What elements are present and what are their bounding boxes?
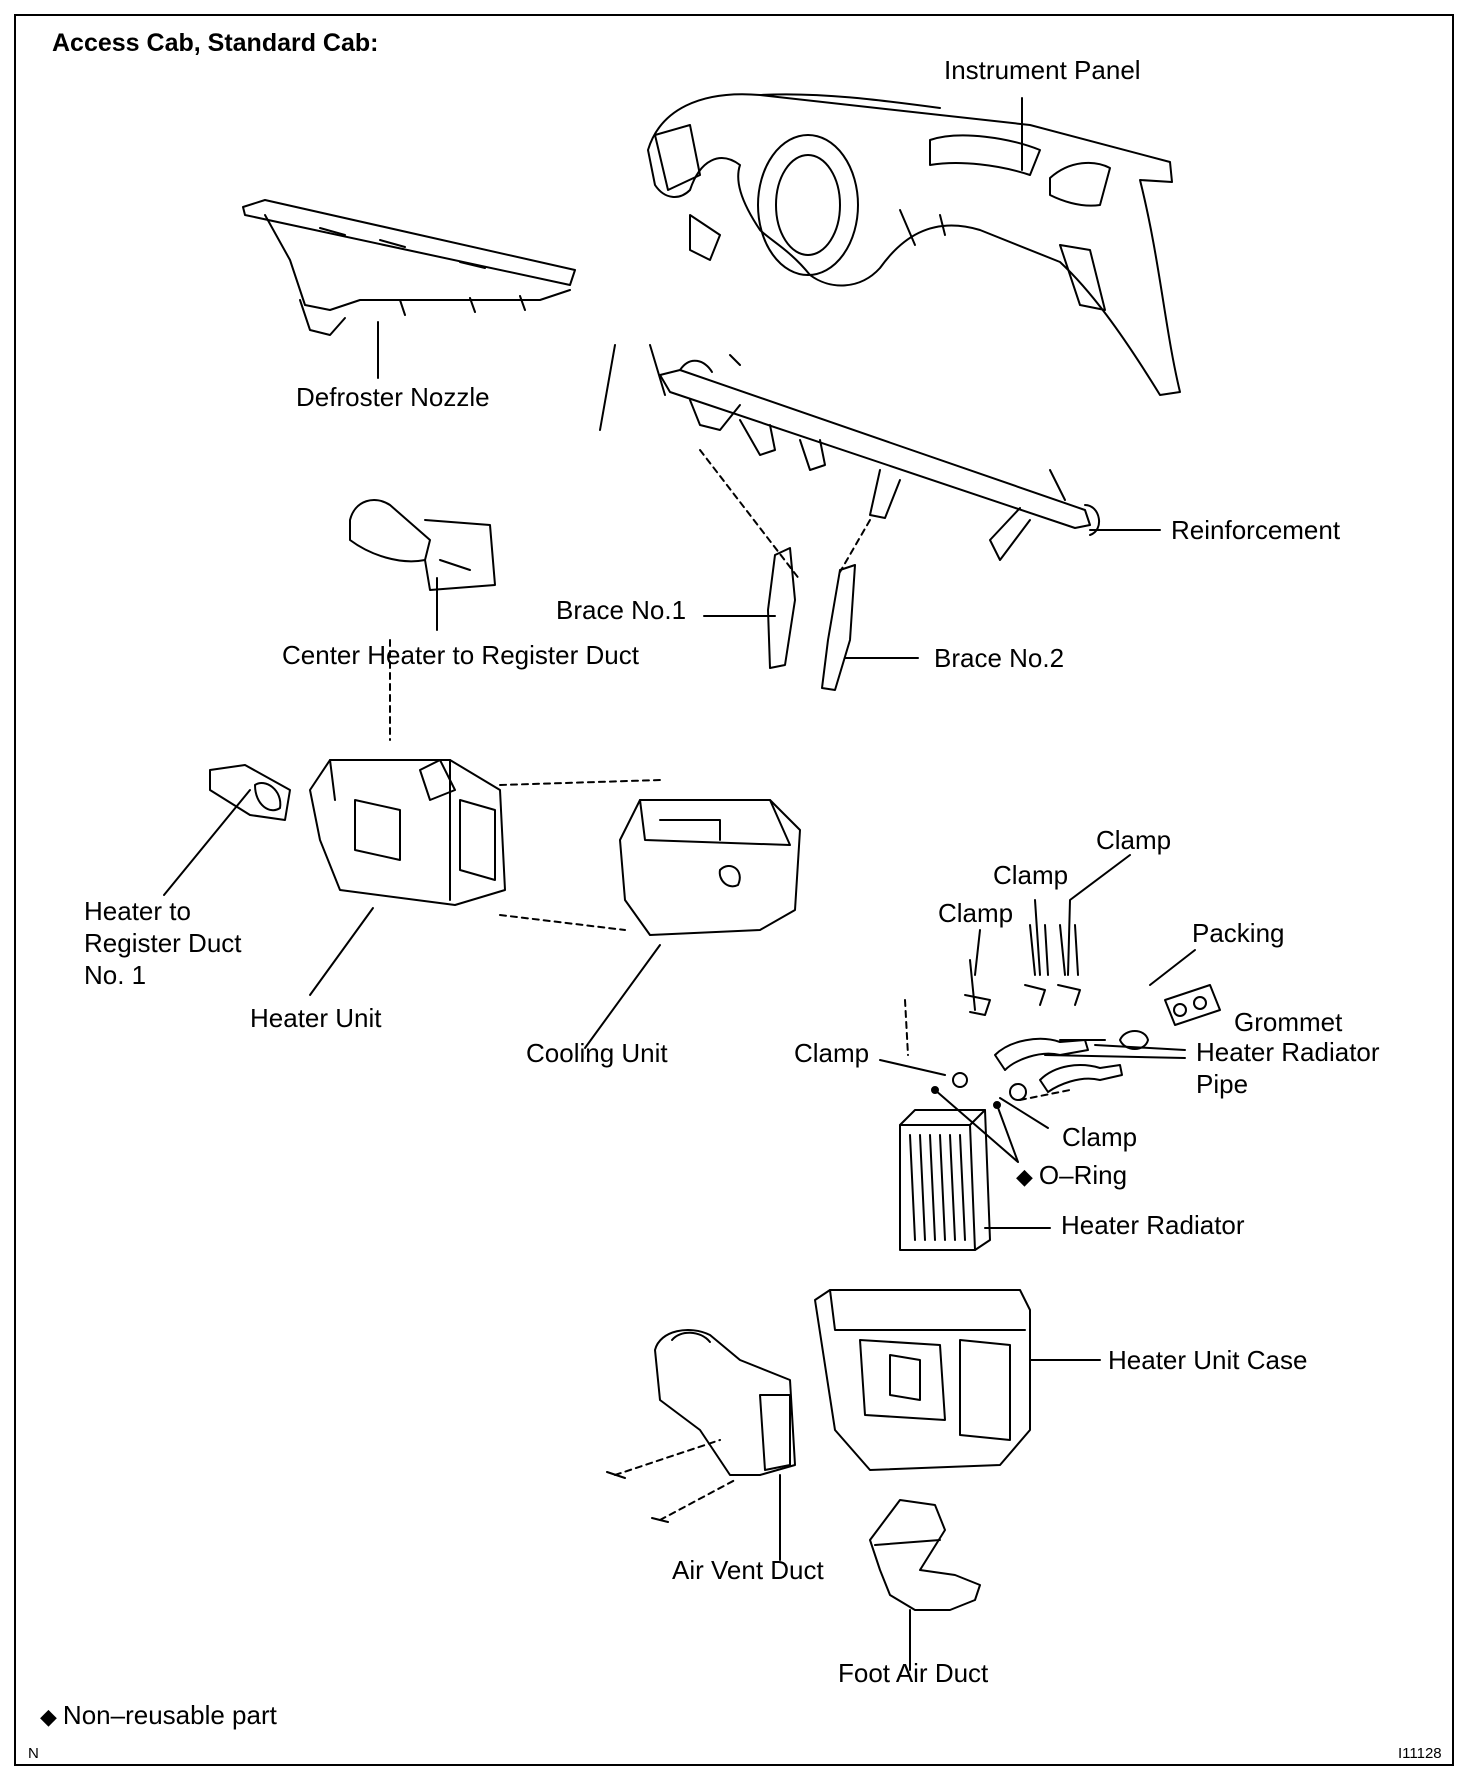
label-clamp-mid: Clamp: [993, 860, 1069, 890]
label-heater-unit: Heater Unit: [250, 1003, 382, 1033]
label-packing: Packing: [1192, 918, 1285, 948]
heater-register-duct-no1-drawing: [209, 764, 291, 821]
label-heater-radiator: Heater Radiator: [1061, 1210, 1245, 1240]
label-brace-no1: Brace No.1: [556, 595, 687, 625]
label-air-vent-duct: Air Vent Duct: [672, 1555, 824, 1585]
label-heater-register-duct-no1-line2: Register Duct: [84, 928, 242, 958]
clamp-and-pipe-drawing: [904, 924, 1221, 1109]
instrument-panel-drawing: [647, 93, 1181, 396]
heater-unit-case-drawing: [814, 1289, 1031, 1471]
heater-unit-drawing: [309, 639, 506, 906]
foot-air-duct-drawing: [869, 1499, 981, 1611]
label-reinforcement: Reinforcement: [1171, 515, 1341, 545]
label-clamp-top: Clamp: [1096, 825, 1172, 855]
legend-diamond-icon: ◆: [40, 1704, 57, 1729]
label-o-ring: ◆O–Ring: [1016, 1160, 1127, 1192]
label-heater-radiator-pipe-line1: Heater Radiator: [1196, 1037, 1380, 1067]
label-center-heater-duct: Center Heater to Register Duct: [282, 640, 639, 670]
page-title: Access Cab, Standard Cab:: [52, 29, 379, 57]
label-o-ring-text: O–Ring: [1038, 1160, 1128, 1190]
heater-radiator-drawing: [899, 1109, 991, 1251]
footer-code: N: [28, 1745, 39, 1762]
reinforcement-drawing: [599, 344, 1100, 561]
label-grommet: Grommet: [1234, 1007, 1343, 1037]
air-vent-duct-drawing: [606, 1329, 796, 1523]
legend-non-reusable: ◆Non–reusable part: [40, 1700, 277, 1732]
leader-lines: [163, 97, 1196, 1671]
label-heater-radiator-pipe-line2: Pipe: [1196, 1069, 1249, 1099]
label-heater-unit-case: Heater Unit Case: [1108, 1345, 1308, 1375]
label-foot-air-duct: Foot Air Duct: [838, 1658, 989, 1688]
label-clamp-left: Clamp: [794, 1038, 870, 1068]
label-heater-register-duct-no1-line3: No. 1: [84, 960, 147, 990]
cooling-unit-drawing: [499, 779, 801, 936]
defroster-nozzle-drawing: [242, 199, 576, 336]
non-reusable-diamond-icon: ◆: [1016, 1164, 1033, 1189]
label-instrument-panel: Instrument Panel: [944, 55, 1141, 85]
brace-no2-drawing: [821, 519, 871, 691]
figure-id: I11128: [1398, 1745, 1442, 1762]
legend-text: Non–reusable part: [62, 1700, 277, 1730]
label-defroster-nozzle: Defroster Nozzle: [296, 382, 490, 412]
center-heater-duct-drawing: [349, 499, 496, 591]
brace-no1-drawing: [699, 449, 801, 669]
label-clamp-lower: Clamp: [1062, 1122, 1138, 1152]
label-heater-register-duct-no1-line1: Heater to: [84, 896, 191, 926]
label-brace-no2: Brace No.2: [934, 643, 1065, 673]
figure-frame: [14, 14, 1454, 1766]
label-clamp-upper-left: Clamp: [938, 898, 1014, 928]
label-cooling-unit: Cooling Unit: [526, 1038, 668, 1068]
